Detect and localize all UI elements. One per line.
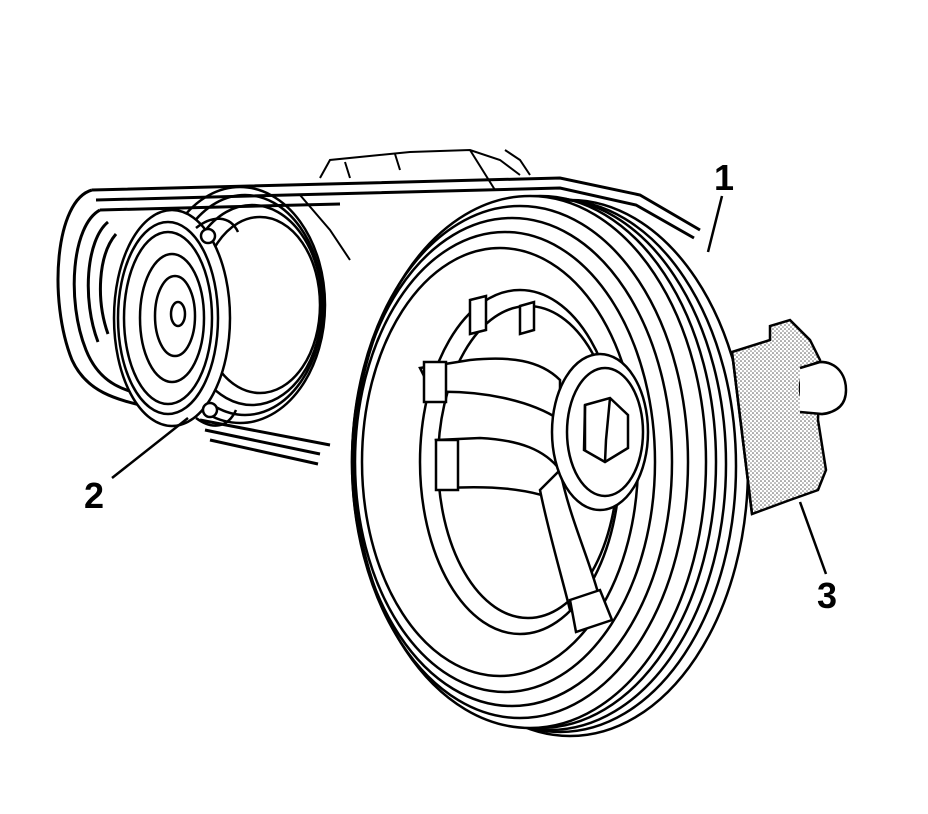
sensor-bracket bbox=[730, 318, 848, 516]
ac-compressor-clutch bbox=[112, 208, 240, 428]
pulley-hub bbox=[418, 294, 650, 634]
leader-lines bbox=[111, 195, 828, 575]
callout-1: 1 bbox=[714, 157, 735, 198]
leader-line-3 bbox=[798, 501, 828, 575]
drive-belt bbox=[56, 176, 701, 466]
leader-line-2 bbox=[111, 417, 189, 479]
callout-2: 2 bbox=[84, 475, 105, 516]
leader-line-1 bbox=[706, 195, 724, 253]
callout-3: 3 bbox=[817, 575, 838, 616]
engine-block-outline bbox=[299, 148, 531, 261]
